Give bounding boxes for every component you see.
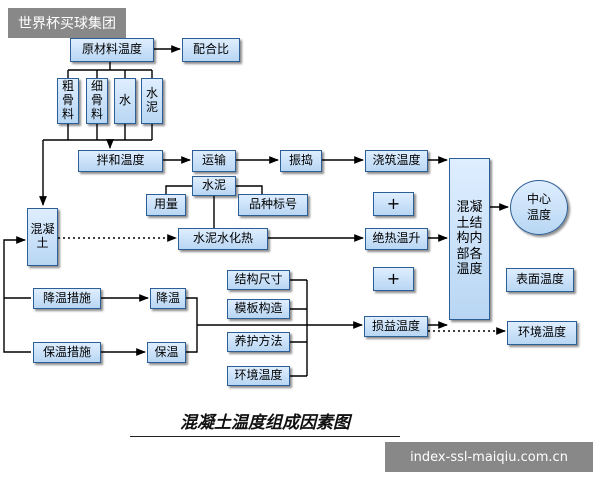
node-adiabatic-rise: 绝热温升: [365, 228, 428, 250]
node-cooling: 降温: [150, 288, 186, 309]
node-plus-2: +: [373, 267, 414, 291]
node-cement: 水泥: [141, 78, 163, 124]
node-water: 水: [114, 78, 136, 124]
diagram-caption: 混凝土温度组成因素图: [130, 410, 400, 437]
node-concrete: 混凝土: [27, 208, 58, 266]
node-dosage: 用量: [146, 194, 186, 216]
node-structure-size: 结构尺寸: [227, 270, 290, 290]
node-curing: 养护方法: [227, 332, 290, 352]
edge-factors-bracket: [290, 279, 308, 377]
node-formwork: 模板构造: [227, 299, 290, 319]
node-cooling-measures: 降温措施: [33, 288, 101, 309]
node-mix-ratio: 配合比: [182, 38, 240, 62]
edge-left-loop: [3, 236, 31, 353]
node-coarse-aggregate: 粗骨料: [57, 78, 79, 124]
node-center-temp: 中心温度: [510, 180, 568, 235]
node-insulation: 保温: [147, 342, 186, 363]
node-ambient-temp-sub: 环境温度: [227, 366, 290, 386]
node-mixing-temp: 拌和温度: [78, 150, 163, 172]
node-cement-sub: 水泥: [192, 176, 236, 196]
node-transport: 运输: [192, 150, 236, 172]
node-fine-aggregate: 细骨料: [86, 78, 108, 124]
node-vibration: 振捣: [280, 150, 322, 172]
node-ambient-temp: 环境温度: [507, 321, 577, 345]
node-insulation-measures: 保温措施: [33, 342, 101, 363]
node-heat-loss-gain: 损益温度: [364, 316, 428, 337]
node-pouring-temp: 浇筑温度: [365, 150, 428, 172]
node-variety-grade: 品种标号: [238, 194, 308, 216]
watermark-top: 世界杯买球集团: [8, 8, 126, 38]
edge-raw-fanout: [67, 62, 153, 78]
node-raw-material-temp: 原材料温度: [70, 38, 154, 62]
node-hydration-heat: 水泥水化热: [178, 228, 268, 250]
node-internal-temps: 混凝土结构内部各温度: [449, 158, 490, 320]
node-surface-temp: 表面温度: [506, 268, 574, 292]
watermark-bottom: index-ssl-maiqiu.com.cn: [385, 442, 593, 472]
edge-join: [186, 297, 362, 353]
node-plus-1: +: [373, 192, 414, 216]
edge-ingredients-bus: [43, 124, 153, 141]
